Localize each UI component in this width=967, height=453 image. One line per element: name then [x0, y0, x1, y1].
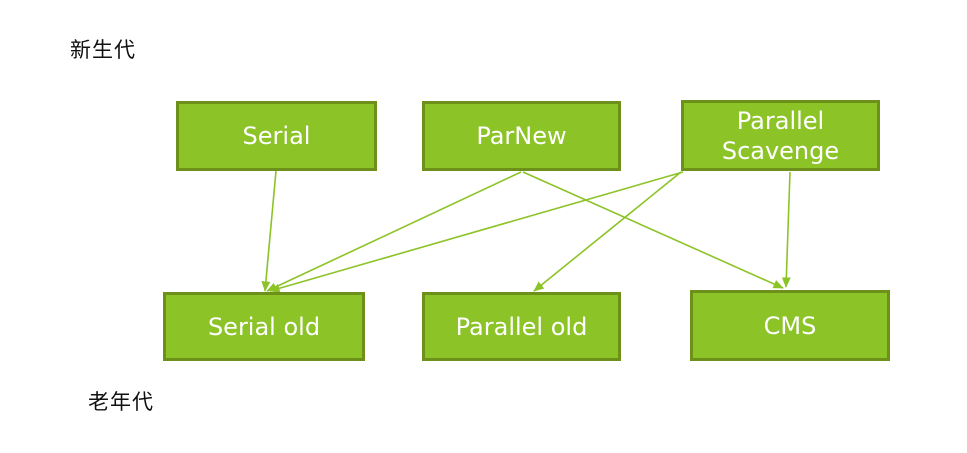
old-generation-label: 老年代	[88, 390, 154, 414]
node-cms-label: CMS	[763, 311, 817, 340]
node-serial[interactable]: Serial	[176, 101, 377, 171]
edge-parnew-to-cms	[522, 171, 784, 289]
node-parallel-scavenge[interactable]: Parallel Scavenge	[681, 100, 880, 171]
edge-parallel-scavenge-to-serial-old	[269, 171, 684, 293]
node-serial-old[interactable]: Serial old	[163, 292, 365, 361]
node-parallel-old[interactable]: Parallel old	[422, 292, 621, 361]
node-cms[interactable]: CMS	[690, 290, 890, 361]
edge-parallel-scavenge-to-cms	[781, 171, 791, 288]
edge-parnew-to-serial-old	[266, 171, 522, 292]
node-serial-old-label: Serial old	[207, 312, 321, 341]
node-parnew[interactable]: ParNew	[422, 101, 621, 171]
edge-serial-to-serial-old	[261, 170, 277, 292]
node-serial-label: Serial	[242, 122, 311, 150]
young-generation-label: 新生代	[70, 38, 136, 62]
edge-parallel-scavenge-to-parallel-old	[533, 171, 682, 292]
node-parallel-scavenge-label: Parallel Scavenge	[721, 106, 840, 165]
node-parallel-old-label: Parallel old	[455, 312, 588, 341]
node-parnew-label: ParNew	[476, 122, 567, 150]
